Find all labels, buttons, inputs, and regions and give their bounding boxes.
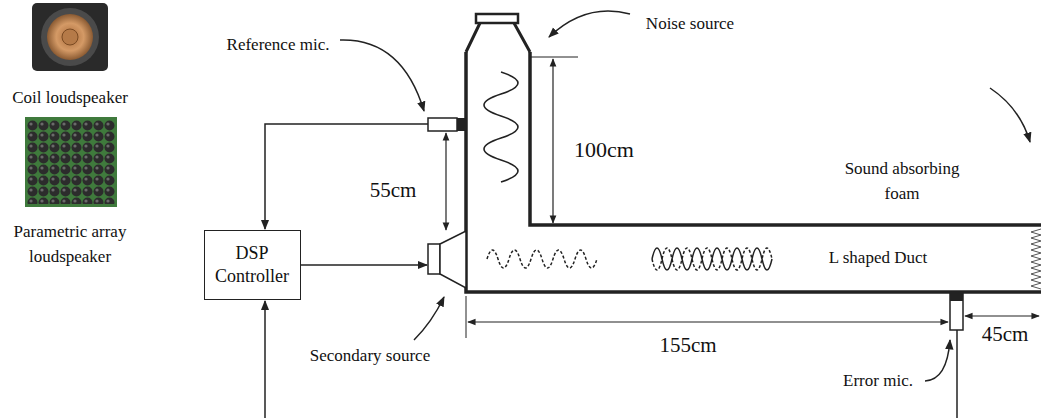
callout-label: Error mic.	[843, 369, 913, 394]
leader-arrow	[414, 297, 444, 340]
speaker-surround	[41, 8, 99, 66]
dimension-label: 55cm	[370, 175, 417, 205]
anti-noise-wave	[487, 250, 597, 268]
parametric-array-photo	[25, 117, 117, 207]
noise-wave	[484, 72, 518, 182]
speaker-dome	[62, 29, 78, 45]
box-text: DSP Controller	[211, 242, 294, 289]
dimension-tick	[531, 57, 578, 58]
speaker-frame	[32, 3, 108, 71]
photo-caption: Coil loudspeaker	[12, 86, 128, 111]
dimension-line	[445, 133, 446, 230]
dimension-tick	[466, 296, 467, 338]
reference-mic-symbol	[428, 118, 457, 131]
callout-label: Sound absorbing foam	[827, 157, 977, 206]
dimension-label: 45cm	[982, 319, 1029, 349]
leader-arrow	[549, 11, 630, 37]
signal-wire	[265, 124, 428, 229]
part-label: L shaped Duct	[829, 246, 928, 271]
noise-wave	[652, 248, 772, 270]
leader-arrow	[340, 40, 424, 111]
duct-wall	[530, 52, 1041, 225]
error-mic-symbol	[950, 292, 963, 330]
speaker-cone	[47, 14, 93, 60]
secondary-source-symbol	[428, 244, 440, 274]
dimension-line	[965, 315, 1039, 316]
signal-wire	[264, 301, 266, 418]
anti-noise-wave	[652, 248, 772, 270]
photo-caption: Parametric array loudspeaker	[3, 220, 138, 269]
noise-source-housing	[466, 23, 530, 52]
leader-arrow	[925, 340, 950, 381]
callout-label: Secondary source	[310, 344, 430, 369]
leader-arrow	[990, 88, 1030, 142]
error-mic-symbol	[950, 292, 963, 301]
array-elements	[27, 120, 115, 204]
dimension-line	[552, 59, 553, 223]
callout-label: Noise source	[646, 12, 734, 37]
duct-wall	[466, 52, 1041, 292]
signal-wire	[301, 264, 427, 266]
reference-mic-symbol	[457, 118, 466, 131]
dimension-line	[468, 321, 948, 322]
noise-source-cap	[476, 14, 518, 23]
secondary-source-symbol	[440, 231, 466, 288]
signal-wire	[956, 330, 958, 418]
coil-loudspeaker-photo	[32, 3, 108, 71]
array-board	[25, 117, 117, 207]
dimension-label: 155cm	[659, 330, 716, 360]
callout-label: Reference mic.	[227, 33, 330, 58]
dimension-label: 100cm	[574, 134, 634, 166]
controller-box: DSP Controller	[204, 230, 301, 300]
absorbing-foam	[1031, 229, 1041, 289]
